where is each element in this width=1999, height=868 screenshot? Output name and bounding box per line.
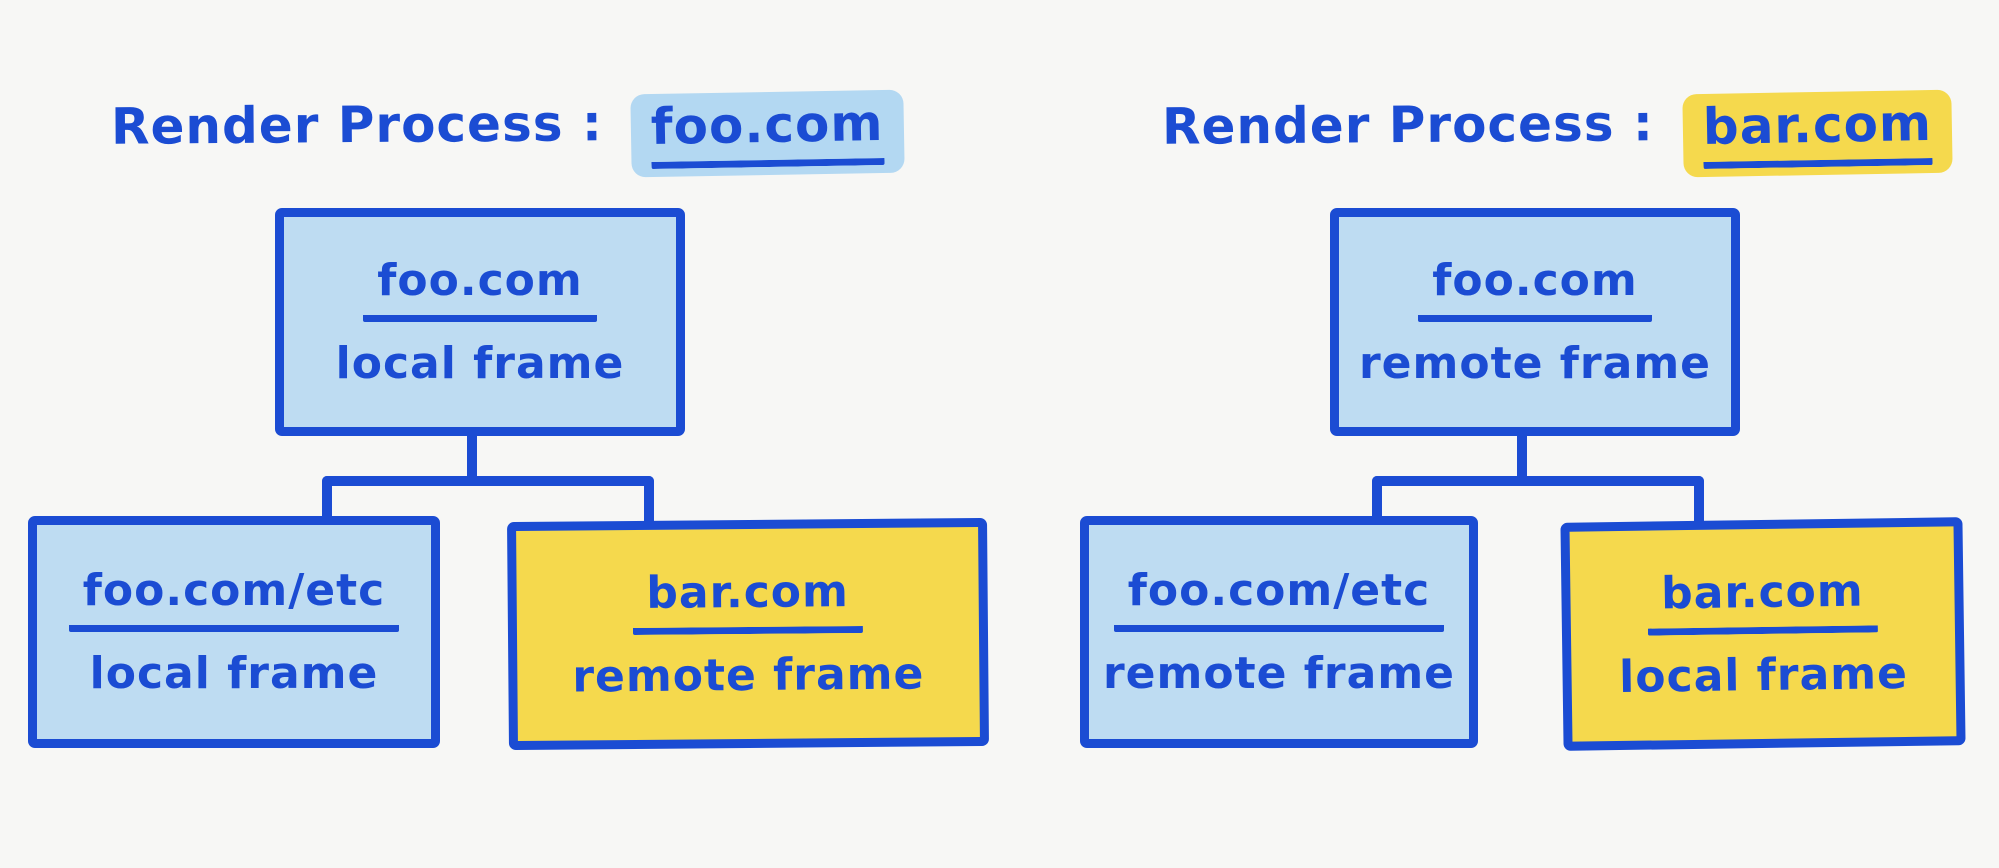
frame-domain: foo.com (1418, 255, 1652, 322)
frame-type-label: local frame (89, 648, 379, 699)
render-process-tree-foo: Render Process : foo.com foo.com local f… (12, 0, 1002, 800)
frame-domain: foo.com (363, 255, 597, 322)
frame-domain: bar.com (632, 565, 864, 636)
frame-domain: foo.com/etc (1113, 565, 1445, 632)
frame-node-child-1: foo.com/etc local frame (28, 516, 440, 748)
title-domain: bar.com (1701, 93, 1933, 169)
tree-connector-hbar (322, 476, 654, 486)
tree-connector-stem (1517, 430, 1527, 482)
frame-type-label: local frame (1618, 647, 1909, 704)
tree-connector-drop-left (1372, 476, 1382, 528)
frame-node-root: foo.com remote frame (1330, 208, 1740, 436)
tree-connector-hbar (1372, 476, 1704, 486)
frame-domain: foo.com/etc (68, 565, 400, 632)
frame-node-child-2: bar.com remote frame (507, 517, 989, 751)
title-prefix: Render Process : (1162, 93, 1655, 156)
frame-type-label: local frame (335, 338, 625, 389)
tree-connector-drop-left (322, 476, 332, 528)
frame-node-child-1: foo.com/etc remote frame (1080, 516, 1478, 748)
frame-type-label: remote frame (1358, 338, 1712, 389)
title-prefix: Render Process : (110, 93, 603, 156)
frame-domain: bar.com (1646, 565, 1879, 636)
title-domain: foo.com (650, 93, 885, 169)
tree-connector-stem (467, 430, 477, 482)
title-domain-highlight: foo.com (630, 89, 905, 177)
frame-type-label: remote frame (572, 648, 925, 703)
frame-type-label: remote frame (1102, 648, 1456, 699)
render-process-title: Render Process : foo.com (12, 89, 1002, 177)
frame-node-root: foo.com local frame (275, 208, 685, 436)
tree-connector-drop-right (644, 476, 654, 530)
render-process-tree-bar: Render Process : bar.com foo.com remote … (1062, 0, 1999, 800)
render-process-title: Render Process : bar.com (1062, 89, 1999, 177)
title-domain-highlight: bar.com (1681, 89, 1953, 177)
frame-node-child-2: bar.com local frame (1560, 517, 1966, 751)
tree-connector-drop-right (1694, 476, 1704, 530)
